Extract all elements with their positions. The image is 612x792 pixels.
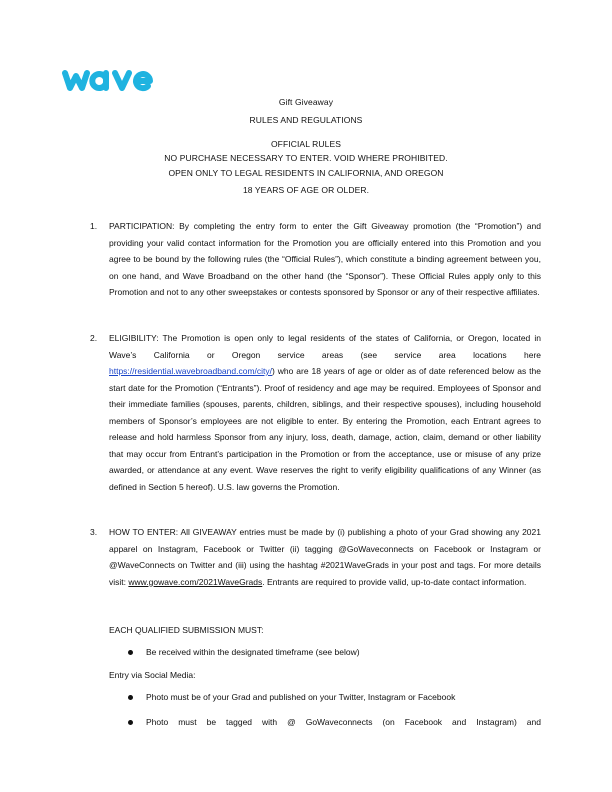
header-line-3: OFFICIAL RULES (270, 139, 342, 149)
service-area-link[interactable]: https://residential.wavebroadband.com/ci… (109, 366, 273, 376)
section-1-text: PARTICIPATION: By completing the entry f… (109, 221, 541, 297)
section-2-number: 2. (90, 333, 98, 343)
header-line-5: OPEN ONLY TO LEGAL RESIDENTS IN CALIFORN… (168, 168, 444, 178)
bullet-dot (128, 650, 133, 655)
bullet-dot (128, 695, 133, 700)
header-line-1: Gift Giveaway (278, 97, 334, 107)
section-3-text-b: . Entrants are required to provide valid… (262, 576, 527, 587)
section-1-number: 1. (90, 221, 98, 231)
section-3-text-a: HOW TO ENTER: All GIVEAWAY entries must … (109, 527, 541, 587)
wave-logo (62, 70, 153, 92)
section-2-text-b: ) who are 18 years of age or older as of… (109, 366, 541, 492)
bullet-item-3: Photo must be tagged with @ GoWaveconnec… (146, 717, 541, 727)
section-3-paragraph: HOW TO ENTER: All GIVEAWAY entries must … (109, 524, 541, 590)
header-line-2: RULES AND REGULATIONS (249, 115, 363, 125)
section-3-number: 3. (90, 527, 98, 537)
gowave-link[interactable]: www.gowave.com/2021WaveGrads (128, 576, 263, 587)
section-2-text-a: ELIGIBILITY: The Promotion is open only … (109, 333, 541, 360)
header-line-6: 18 YEARS OF AGE OR OLDER. (242, 185, 370, 195)
bullet-item-2: Photo must be of your Grad and published… (146, 692, 456, 702)
submission-heading: EACH QUALIFIED SUBMISSION MUST: (109, 625, 264, 635)
bullet-dot (128, 720, 133, 725)
header-line-4: NO PURCHASE NECESSARY TO ENTER. VOID WHE… (164, 153, 448, 163)
entry-via-social-label: Entry via Social Media: (109, 670, 196, 680)
bullet-item-1: Be received within the designated timefr… (146, 647, 360, 657)
section-2-paragraph: ELIGIBILITY: The Promotion is open only … (109, 330, 541, 495)
